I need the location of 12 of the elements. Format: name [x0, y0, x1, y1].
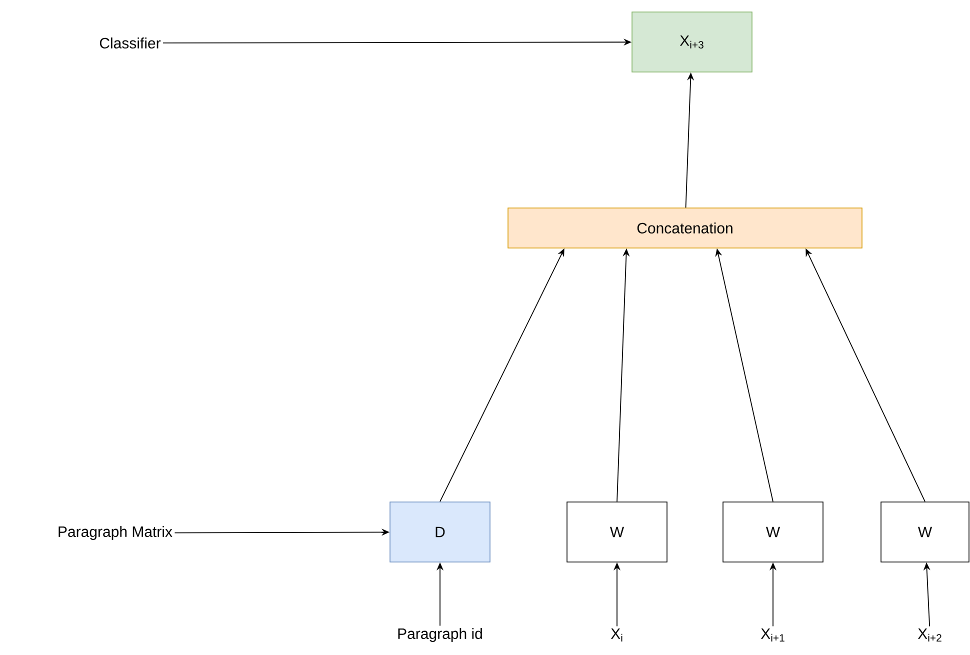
- text-label: Paragraph id: [398, 628, 482, 642]
- word-box: W: [722, 502, 824, 562]
- word-box: W: [566, 502, 668, 562]
- matrix-box: D: [390, 502, 490, 562]
- text-label: Classifier: [100, 38, 161, 48]
- text-label: X$_{i+1}$: [760, 628, 784, 642]
- text-label: Paragraph Matrix: [58, 526, 172, 540]
- text-label: X$_{i}$: [610, 628, 622, 642]
- concatenation-box: Concatenation: [508, 208, 862, 248]
- output-box: X$_{i+3}$: [632, 12, 752, 72]
- text-label: X$_{i+2}$: [918, 628, 942, 642]
- word-box: W: [880, 502, 970, 562]
